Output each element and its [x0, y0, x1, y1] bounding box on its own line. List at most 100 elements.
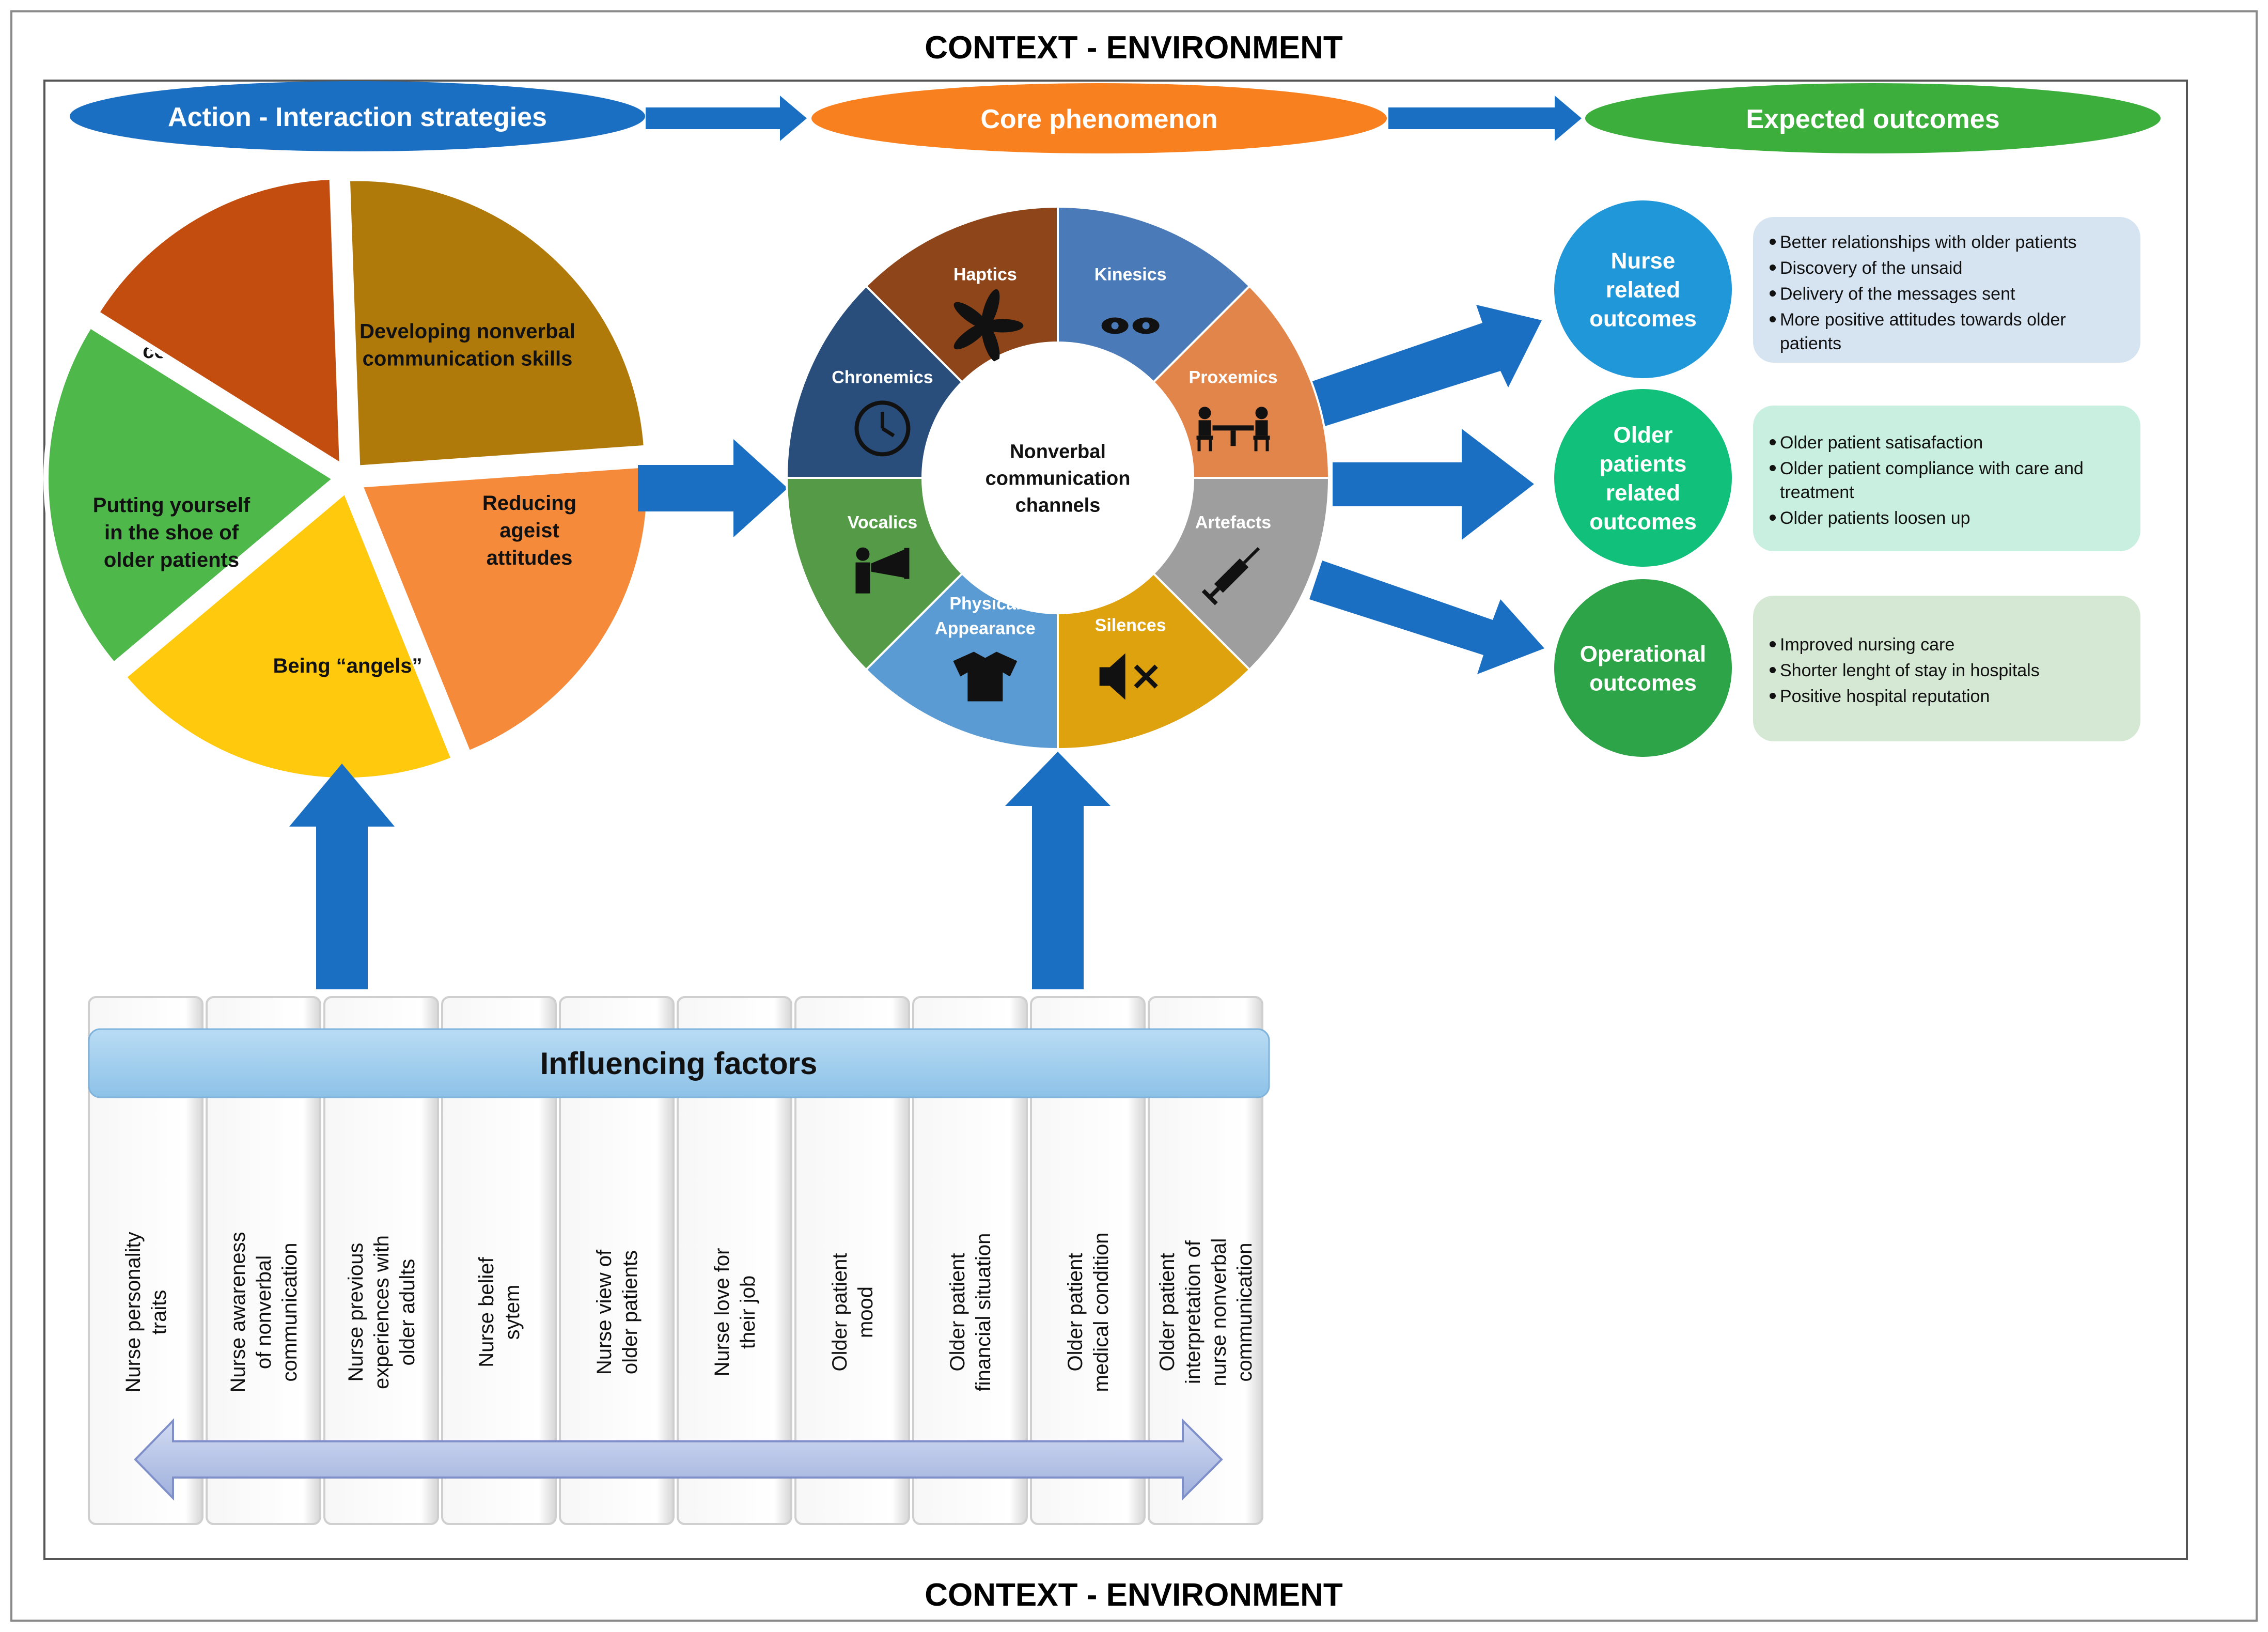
channel-segment-5: Silences — [1057, 572, 1252, 751]
donut-to-nurse-arrow — [1309, 305, 1542, 426]
pie-to-donut-arrow — [638, 439, 788, 537]
action-header-ellipse — [70, 81, 645, 151]
influencing-title: Influencing factors — [540, 1046, 818, 1081]
bullet-dot — [1770, 265, 1776, 271]
pie-slice-3 — [120, 486, 458, 783]
flow-arrows — [289, 305, 1544, 989]
outcome-bullet: Shorter lenght of stay in hospitals — [1780, 661, 2040, 680]
factor-column-bg — [88, 996, 204, 1525]
inner-frame — [43, 80, 2188, 1560]
outcome-bullet: Older patients loosen up — [1780, 508, 1970, 528]
header-arrows — [646, 96, 1582, 141]
outcome-circle-1 — [1554, 200, 1732, 378]
bullet-dot — [1770, 465, 1776, 471]
meeting-table-icon — [1196, 407, 1270, 452]
channel-label-1: Haptics — [953, 265, 1017, 284]
channel-label-2: Kinesics — [1094, 265, 1167, 284]
channel-label-5: Silences — [1095, 615, 1166, 635]
outcome-box-1 — [1753, 217, 2140, 363]
bullet-dot — [1770, 667, 1776, 673]
context-top-label: CONTEXT - ENVIRONMENT — [925, 30, 1343, 66]
factor-column-bg — [323, 996, 439, 1525]
core-header-ellipse — [811, 83, 1387, 153]
outcomes-header-label: Expected outcomes — [1746, 104, 1999, 134]
double-headed-arrow — [134, 1418, 1223, 1501]
donut-to-operational-arrow — [1309, 561, 1544, 674]
syringe-icon — [1201, 547, 1260, 605]
core-header-label: Core phenomenon — [980, 104, 1217, 134]
channel-segment-4: Artefacts — [1152, 477, 1331, 672]
channel-label-4: Artefacts — [1195, 513, 1271, 533]
influencing-band — [88, 1028, 1270, 1098]
factor-column-bg — [441, 996, 557, 1525]
channel-label-3: Proxemics — [1189, 367, 1278, 387]
mute-icon — [1099, 653, 1158, 700]
channels-donut: Haptics KinesicsProxemicsArtefactsSilence… — [785, 205, 1331, 751]
bullet-dot — [1770, 290, 1776, 297]
channel-segment-2: Kinesics — [1057, 205, 1252, 384]
channel-segment-1: Haptics — [864, 205, 1059, 384]
context-bottom-label: CONTEXT - ENVIRONMENT — [925, 1577, 1343, 1613]
outcome-box-3 — [1753, 596, 2140, 741]
channel-segment-3: Proxemics — [1152, 284, 1331, 479]
outcome-box-2 — [1753, 406, 2140, 551]
header-arrow-2 — [1388, 96, 1582, 141]
header-arrow-1 — [646, 96, 807, 141]
channel-label-8: Chronemics — [832, 367, 933, 387]
pie-slice-4 — [43, 322, 340, 669]
outcome-bullet: Delivery of the messages sent — [1780, 284, 2015, 304]
outcome-bullet: Better relationships with older patients — [1780, 232, 2077, 252]
channel-segment-8: Chronemics — [785, 284, 964, 479]
outcome-bullet: Positive hospital reputation — [1780, 687, 1990, 706]
outer-frame — [10, 10, 2258, 1622]
clock-icon — [854, 400, 911, 457]
factor-column-bg — [677, 996, 792, 1525]
factors-to-donut-arrow — [1005, 752, 1110, 989]
outcome-circle-3 — [1554, 579, 1732, 757]
pie-slice-1 — [345, 176, 649, 471]
bullet-dot — [1770, 693, 1776, 699]
strategies-pie: Awareness ofnonverbalcommunicationDevelo… — [43, 174, 652, 783]
pie-slice-2 — [356, 462, 652, 757]
megaphone-icon — [855, 547, 910, 594]
factor-column-bg — [912, 996, 1028, 1525]
outcome-bullet: Improved nursing care — [1780, 635, 1954, 655]
pie-slice-5 — [93, 174, 345, 471]
outcomes-header-ellipse — [1585, 83, 2161, 153]
tshirt-icon — [953, 651, 1018, 702]
bullet-dot — [1770, 316, 1776, 322]
factor-column-bg — [1148, 996, 1263, 1525]
outcome-circle-2 — [1554, 389, 1732, 567]
donut-to-patients-arrow — [1333, 429, 1534, 540]
